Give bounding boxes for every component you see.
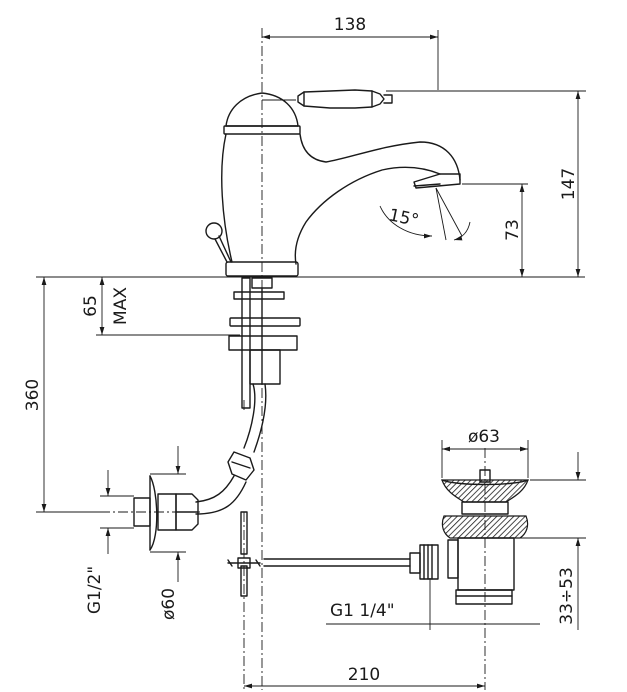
waste-drain [441, 469, 529, 605]
label-waste-range: 33÷53 [557, 567, 577, 625]
label-angle: 15° [387, 205, 421, 231]
faucet-body [205, 89, 461, 277]
label-inlet-thread: G1/2" [85, 566, 105, 614]
label-rod-thread: G1 1/4" [330, 601, 395, 621]
popup-rod [263, 544, 439, 580]
label-spout-height: 147 [559, 168, 579, 200]
mounting-assembly [195, 277, 301, 515]
label-bottom-width: 210 [348, 665, 380, 685]
label-below-deck: 65 [81, 295, 101, 317]
label-below-deck-note: MAX [111, 287, 131, 325]
inlet-fitting [133, 475, 199, 551]
label-waste-diameter: ø63 [468, 427, 500, 447]
dimension-lines [36, 30, 586, 689]
label-tail-length: 360 [23, 379, 43, 411]
label-flange-diameter: ø60 [159, 588, 179, 620]
cross-key [227, 511, 261, 597]
label-top-width: 138 [334, 15, 366, 35]
center-lines [100, 28, 486, 690]
label-outlet-height: 73 [503, 219, 523, 241]
